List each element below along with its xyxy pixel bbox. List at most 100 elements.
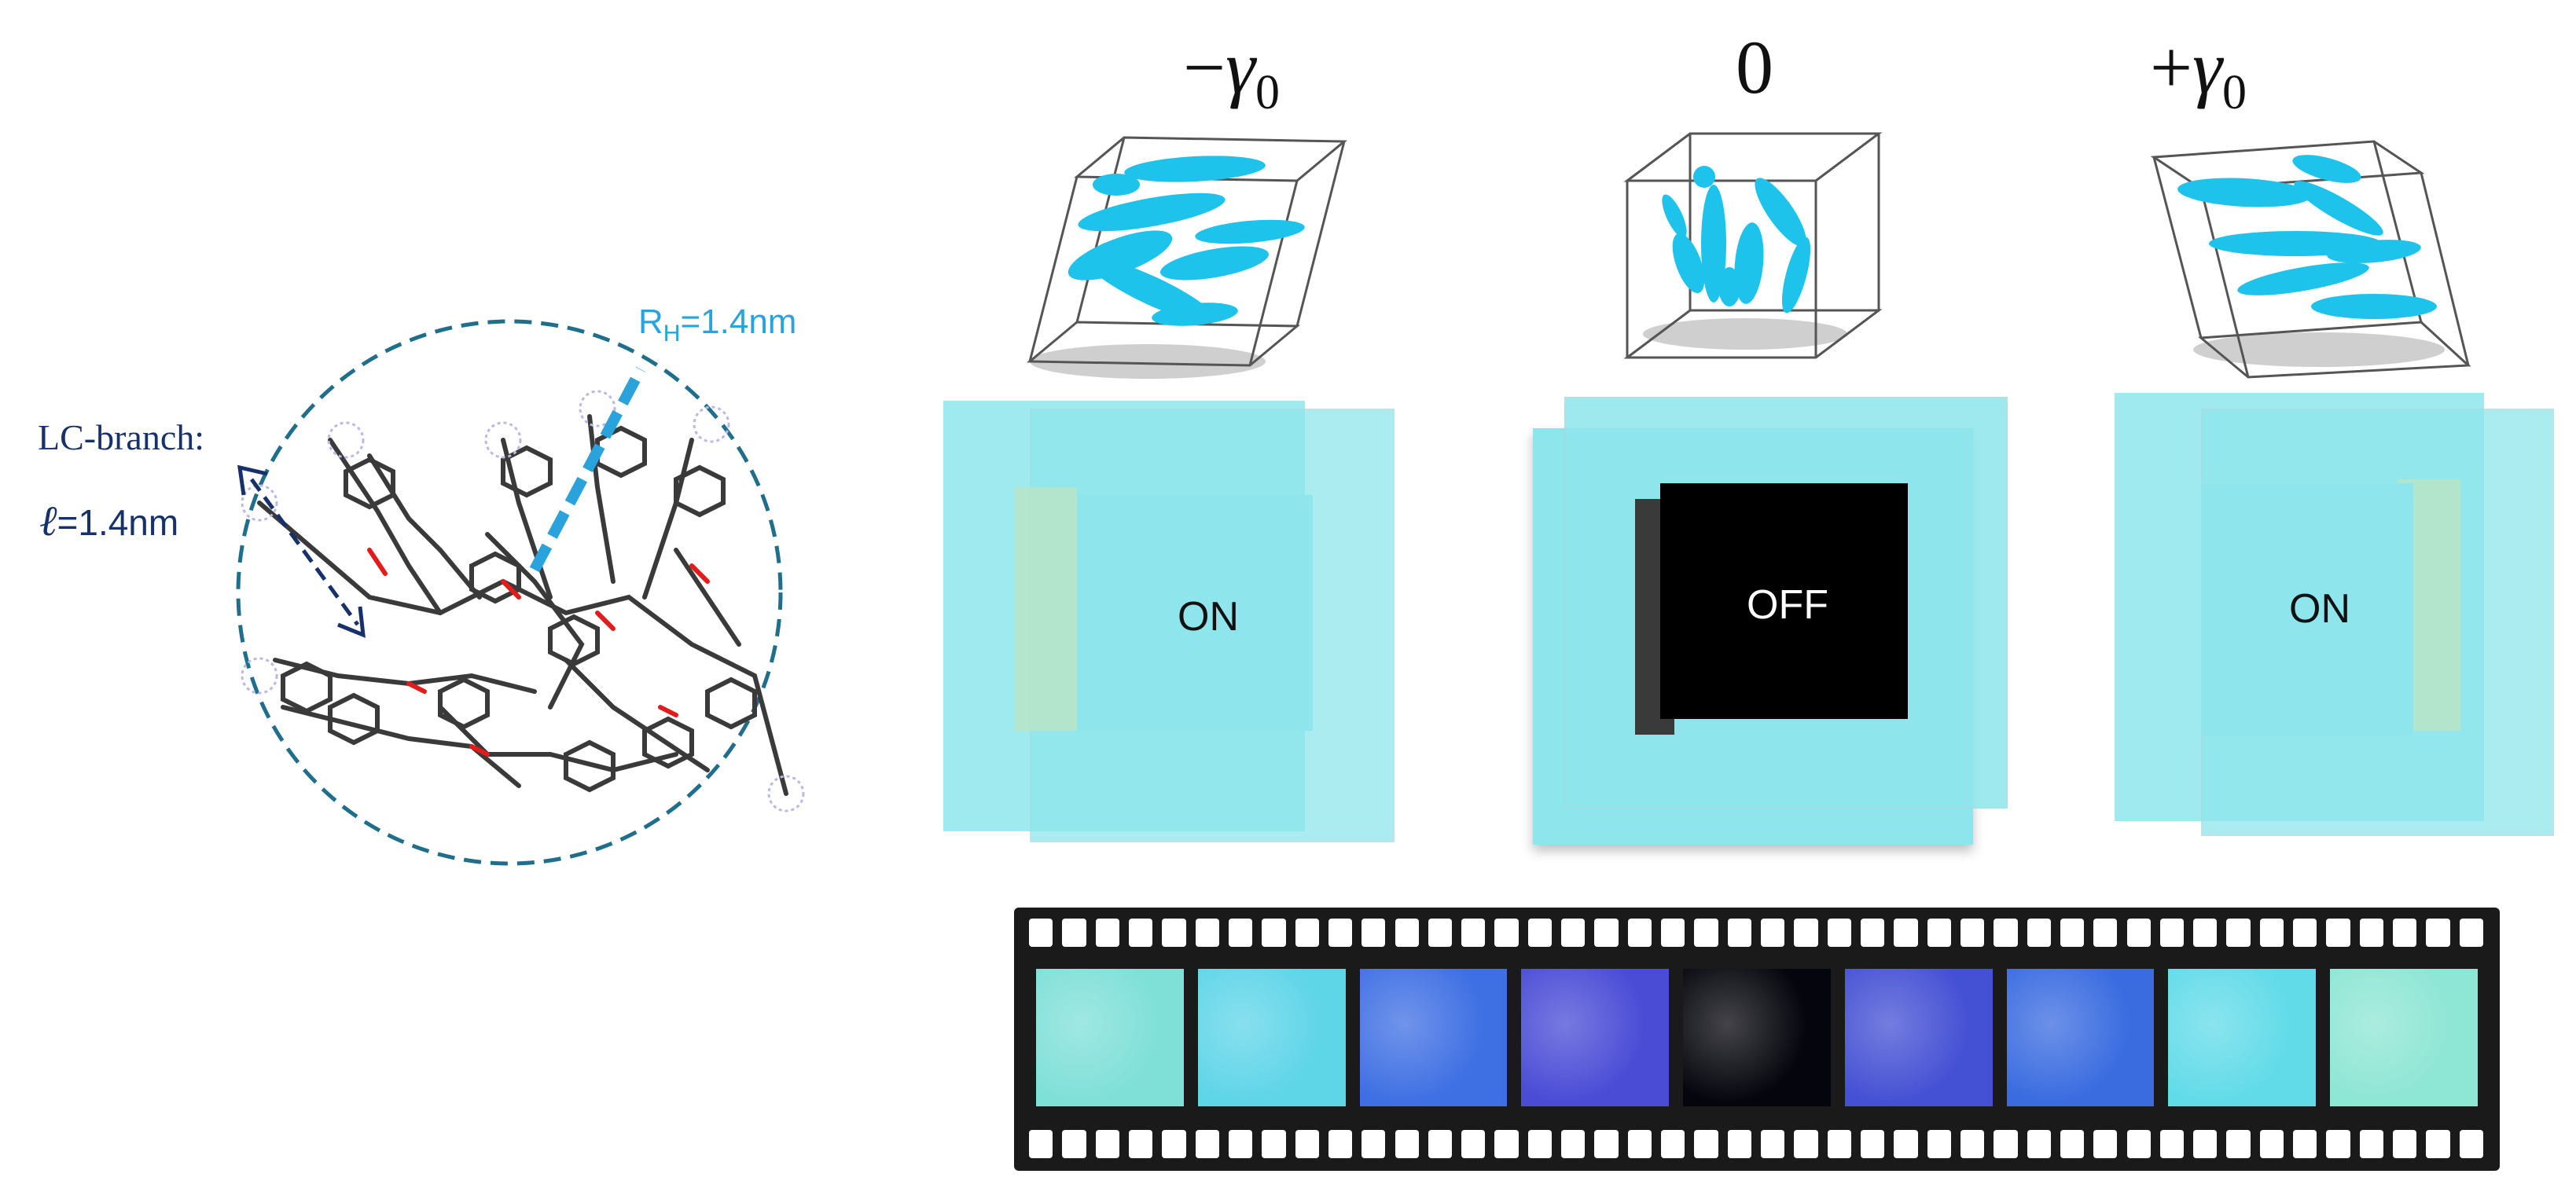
sprocket-hole xyxy=(1761,1130,1785,1158)
sprocket-hole xyxy=(1561,1130,1586,1158)
sprocket-hole xyxy=(2159,919,2185,947)
film-frame xyxy=(1844,969,1993,1106)
sprocket-hole xyxy=(1228,1130,1253,1158)
rh-label-subscript: H xyxy=(663,320,681,347)
switch-panel-negative: ON xyxy=(943,401,1399,842)
sprocket-hole xyxy=(1095,919,1119,947)
sprocket-hole xyxy=(2126,1130,2151,1158)
hydrodynamic-radius-circle xyxy=(236,319,783,866)
cell-wireframe xyxy=(2150,140,2471,379)
sprocket-hole xyxy=(1960,919,1985,947)
sprocket-hole xyxy=(2259,1130,2284,1158)
sprocket-hole xyxy=(2359,1130,2384,1158)
sprocket-hole xyxy=(1827,919,1851,947)
sprocket-hole xyxy=(1927,919,1951,947)
sprocket-hole xyxy=(1328,1130,1353,1158)
sprocket-hole xyxy=(2293,919,2317,947)
sprocket-hole xyxy=(1128,919,1153,947)
sprocket-hole xyxy=(1162,919,1186,947)
filmstrip xyxy=(1014,908,2500,1171)
state-title-sign: + xyxy=(2150,25,2193,109)
sheared-cell-positive xyxy=(2150,140,2471,379)
sprocket-hole xyxy=(1461,919,1486,947)
sprocket-hole xyxy=(1994,1130,2018,1158)
sprocket-hole xyxy=(1594,919,1619,947)
sprocket-hole xyxy=(1627,1130,1652,1158)
sprocket-hole xyxy=(2459,919,2483,947)
switch-label: ON xyxy=(1178,594,1239,640)
length-value: =1.4nm xyxy=(57,502,179,543)
molecule-diagram xyxy=(236,319,805,866)
sprocket-hole xyxy=(1062,919,1086,947)
sprocket-hole xyxy=(1994,919,2018,947)
sprocket-hole xyxy=(2459,1130,2483,1158)
switch-panel-positive: ON xyxy=(2115,393,2555,836)
sprocket-hole xyxy=(2126,919,2151,947)
filmstrip-top-holes xyxy=(1025,919,2489,950)
molecule-structure xyxy=(257,414,788,796)
sprocket-hole xyxy=(2060,1130,2085,1158)
sprocket-hole xyxy=(1661,1130,1685,1158)
state-title-sign: − xyxy=(1183,25,1226,109)
film-frame xyxy=(2168,969,2317,1106)
sprocket-hole xyxy=(1494,919,1519,947)
sprocket-hole xyxy=(1761,919,1785,947)
switch-block-side xyxy=(1014,487,1077,731)
ellipsoids xyxy=(1068,156,1305,326)
sprocket-hole xyxy=(2093,1130,2118,1158)
sheared-cell-negative xyxy=(1026,136,1348,379)
sprocket-hole xyxy=(1860,919,1885,947)
sprocket-hole xyxy=(1627,919,1652,947)
sprocket-hole xyxy=(1395,919,1419,947)
switch-block-face xyxy=(2201,483,2413,735)
film-frame xyxy=(1359,969,1508,1106)
sprocket-hole xyxy=(1195,1130,1219,1158)
sprocket-hole xyxy=(1694,1130,1718,1158)
sprocket-hole xyxy=(1894,919,1918,947)
ellipsoids xyxy=(1662,166,1811,314)
sprocket-hole xyxy=(2293,1130,2317,1158)
sprocket-hole xyxy=(1661,919,1685,947)
film-frame xyxy=(2006,969,2155,1106)
switch-label: ON xyxy=(2289,586,2350,632)
cell-rest xyxy=(1623,132,1883,359)
cell-shadow xyxy=(2193,332,2445,367)
switch-block-face xyxy=(1077,495,1313,731)
sprocket-hole xyxy=(2426,1130,2450,1158)
sprocket-hole xyxy=(1694,919,1718,947)
ellipsoids xyxy=(2177,155,2437,319)
rh-label-main: R xyxy=(638,303,663,341)
sprocket-hole xyxy=(1527,1130,1553,1158)
sprocket-hole xyxy=(1128,1130,1153,1158)
state-title-negative: −γ0 xyxy=(1183,24,1280,121)
lc-branch-label: LC-branch: xyxy=(38,417,205,457)
sprocket-hole xyxy=(2193,1130,2218,1158)
sprocket-hole xyxy=(1827,1130,1851,1158)
sprocket-hole xyxy=(1461,1130,1486,1158)
sprocket-hole xyxy=(1727,1130,1751,1158)
cell-shadow xyxy=(1030,344,1266,379)
length-symbol: ℓ xyxy=(39,497,57,545)
rh-radius-line xyxy=(529,366,646,573)
cell-shadow xyxy=(1643,318,1847,350)
sprocket-hole xyxy=(2093,919,2118,947)
sprocket-hole xyxy=(1561,919,1586,947)
sprocket-hole xyxy=(1062,1130,1086,1158)
sprocket-hole xyxy=(1794,919,1818,947)
state-title-positive: +γ0 xyxy=(2150,24,2247,121)
sprocket-hole xyxy=(2027,919,2051,947)
sprocket-hole xyxy=(1361,919,1386,947)
branch-length-label: ℓ=1.4nm xyxy=(39,497,178,545)
sprocket-hole xyxy=(1395,1130,1419,1158)
film-frame xyxy=(1521,969,1670,1106)
sprocket-hole xyxy=(1494,1130,1519,1158)
sprocket-hole xyxy=(2326,1130,2350,1158)
sprocket-hole xyxy=(2226,919,2251,947)
rh-label: RH=1.4nm xyxy=(638,303,796,347)
sprocket-hole xyxy=(1328,919,1353,947)
sprocket-hole xyxy=(1894,1130,1918,1158)
sprocket-hole xyxy=(1361,1130,1386,1158)
film-frame xyxy=(1683,969,1831,1106)
state-title-symbol: γ xyxy=(1226,25,1255,109)
off-switch-square xyxy=(1660,483,1908,719)
